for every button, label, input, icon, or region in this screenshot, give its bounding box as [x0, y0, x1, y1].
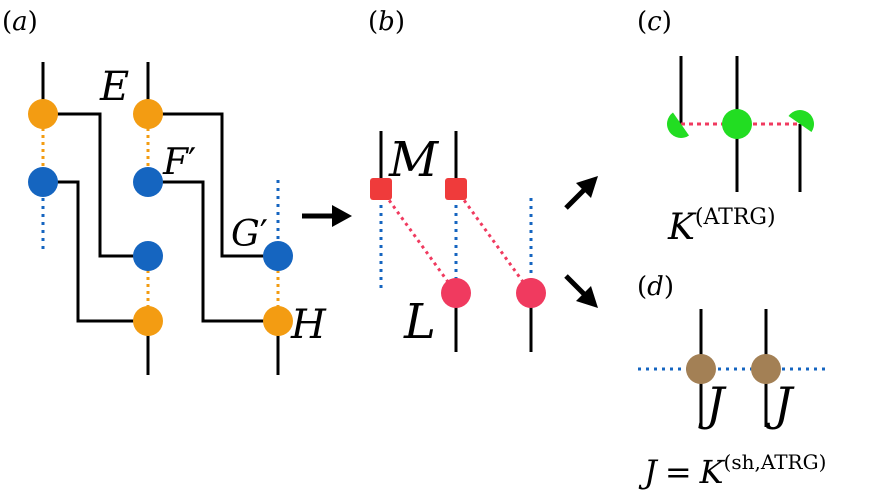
- panel-c: (c) K(ATRG): [637, 7, 814, 248]
- dotted-red-2: [454, 188, 533, 294]
- dotted-red-1: [379, 188, 458, 294]
- node-f-prime: [133, 167, 163, 197]
- label-g-prime: G′: [231, 214, 268, 255]
- node-c-center: [722, 109, 752, 139]
- arrow-a-to-b: [302, 205, 352, 227]
- node-m-left: [370, 178, 392, 200]
- node-c-half-left: [667, 112, 690, 138]
- panel-d: (d) J J J=K(sh,ATRG): [637, 272, 830, 491]
- arrow-b-to-d: [564, 274, 598, 308]
- formula-k-atrg: K(ATRG): [667, 205, 776, 248]
- node-h: [263, 306, 293, 336]
- node-orange-left-top: [28, 99, 58, 129]
- node-blue-left: [28, 167, 58, 197]
- bond-3: [148, 112, 278, 258]
- node-l-right: [516, 278, 546, 308]
- bond-1: [43, 112, 148, 258]
- panel-d-label: (d): [637, 272, 674, 302]
- label-h: H: [290, 302, 327, 348]
- panel-a: (a) E F′ G′ H: [2, 7, 327, 375]
- label-m: M: [388, 132, 440, 188]
- label-l: L: [403, 294, 436, 350]
- node-g-prime: [263, 241, 293, 271]
- panel-b: (b) M L: [368, 7, 546, 352]
- node-j-left: [686, 354, 716, 384]
- node-blue-mid: [133, 241, 163, 271]
- label-e: E: [99, 64, 129, 110]
- node-j-right: [751, 354, 781, 384]
- label-f-prime: F′: [162, 142, 196, 183]
- arrow-b-to-c: [564, 176, 598, 210]
- node-e: [133, 99, 163, 129]
- formula-j-equals-k: J=K(sh,ATRG): [638, 450, 826, 491]
- node-m-right: [445, 178, 467, 200]
- node-orange-bottom-mid: [133, 306, 163, 336]
- panel-a-label: (a): [2, 7, 38, 37]
- bond-2: [43, 180, 148, 323]
- label-j-right: J: [766, 377, 795, 431]
- node-l-left: [441, 278, 471, 308]
- panel-c-label: (c): [637, 7, 672, 37]
- node-c-half-right: [788, 110, 814, 133]
- bond-4: [148, 180, 278, 323]
- panel-b-label: (b): [368, 7, 405, 37]
